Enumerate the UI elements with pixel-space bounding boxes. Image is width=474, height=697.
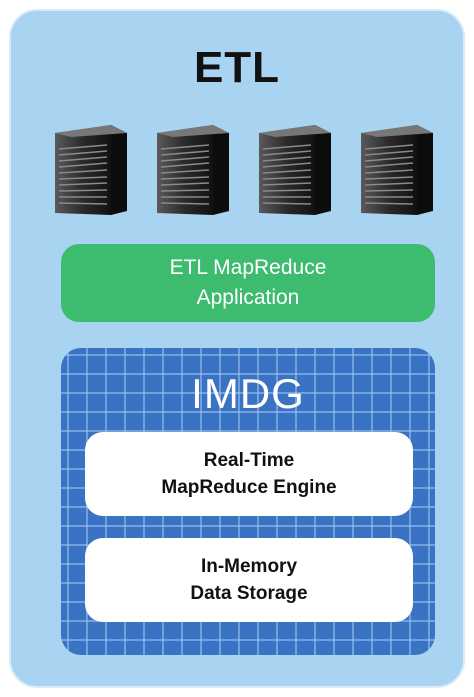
imdg-grid-panel: IMDG Real-Time MapReduce Engine In-Memor… — [61, 348, 435, 655]
engine-label: Real-Time MapReduce Engine — [161, 450, 337, 498]
server-icon — [55, 125, 127, 215]
server-icon — [259, 125, 331, 215]
mapreduce-engine-box: Real-Time MapReduce Engine — [85, 432, 413, 516]
server-icon — [157, 125, 229, 215]
server-icon — [361, 125, 433, 215]
imdg-title: IMDG — [191, 370, 305, 417]
server-row — [11, 123, 463, 223]
data-storage-box: In-Memory Data Storage — [85, 538, 413, 622]
etl-panel: ETL — [9, 9, 465, 688]
storage-label: In-Memory Data Storage — [190, 556, 308, 604]
diagram-title: ETL — [193, 43, 281, 92]
application-label: ETL MapReduce Application — [169, 256, 327, 309]
etl-mapreduce-application-box: ETL MapReduce Application — [61, 244, 435, 322]
